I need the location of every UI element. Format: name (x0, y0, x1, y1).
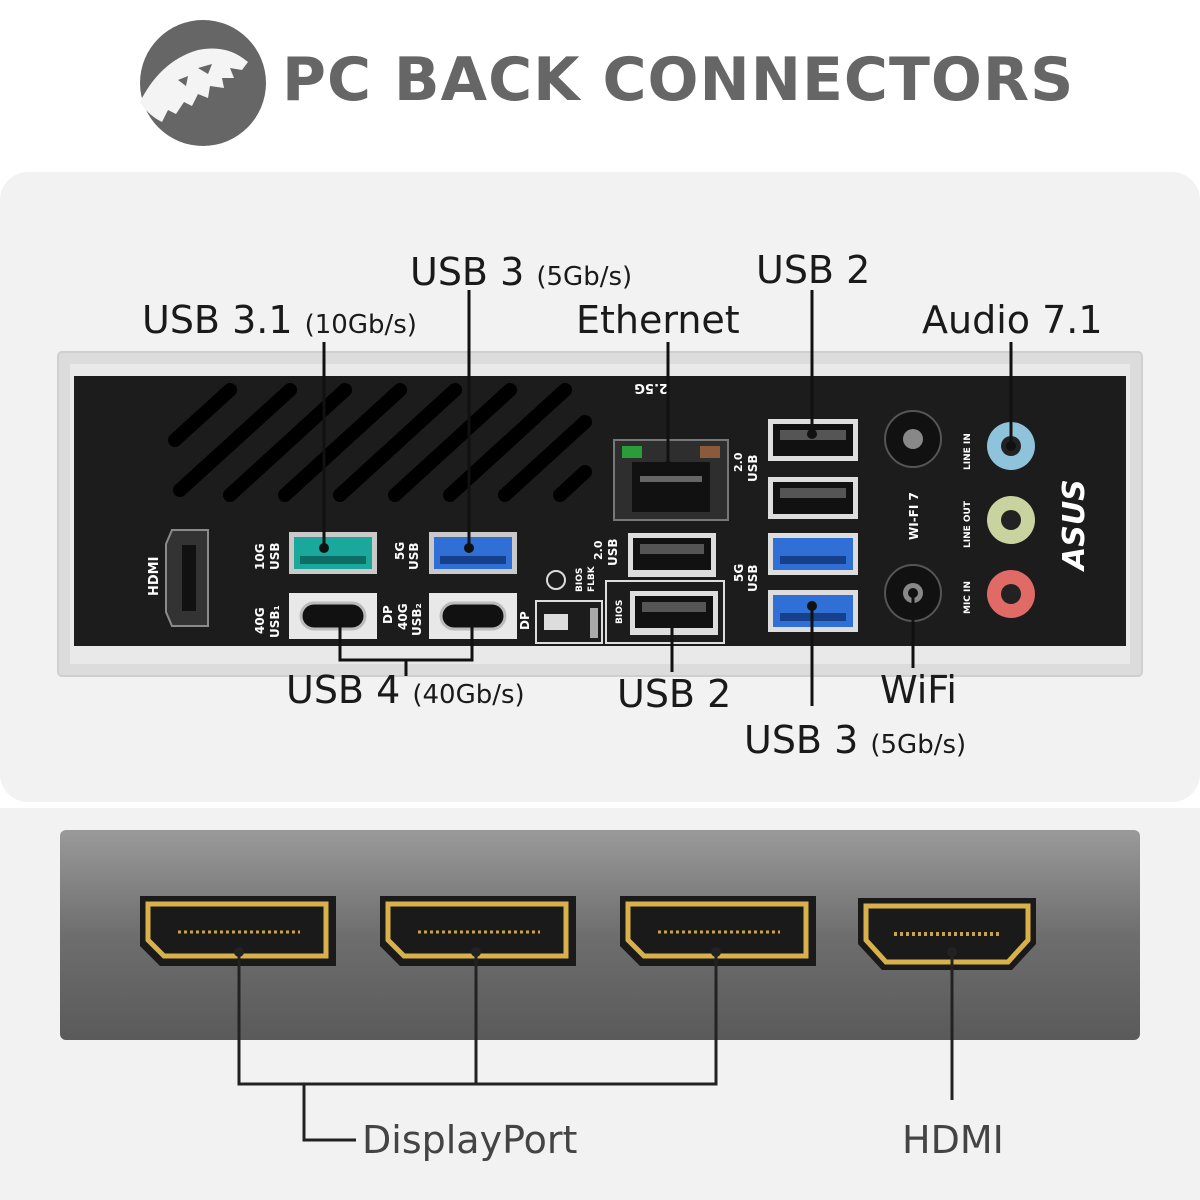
silk-usb40g1-a: 40G (253, 607, 267, 634)
usb3-port-right-1[interactable] (768, 533, 858, 575)
silk-bios-flbk-a: BIOS (575, 568, 585, 592)
usb2-port-bios[interactable] (605, 580, 725, 644)
silk-line-out: LINE OUT (963, 500, 973, 548)
silk-line-in: LINE IN (963, 433, 973, 470)
silk-usb40g1-b: USB₁ (268, 605, 282, 638)
gpu-hdmi-port[interactable] (858, 898, 1036, 970)
ethernet-port[interactable] (613, 439, 729, 521)
silk-usb10g-b: USB (268, 542, 282, 570)
silk-wifi7: WI-FI 7 (907, 492, 921, 540)
silk-mic-in: MIC IN (963, 581, 973, 614)
label-usb4: USB 4 (40Gb/s) (286, 668, 525, 717)
gpu-callout-dots (234, 947, 957, 957)
label-displayport: DisplayPort (362, 1118, 578, 1162)
usb2-port-right-2[interactable] (768, 477, 858, 519)
silk-usb20-top-b: USB (746, 454, 760, 482)
logo (138, 18, 268, 148)
silk-usb5g-right-b: USB (746, 564, 760, 592)
silk-usb10g-a: 10G (253, 543, 267, 570)
usb2-port-mid-top[interactable] (628, 533, 716, 577)
label-usb3-top: USB 3 (5Gb/s) (410, 250, 632, 299)
silk-usb5g-right-a: 5G (732, 564, 746, 582)
gpu-callout-lines (237, 952, 954, 1142)
silk-bios: BIOS (615, 600, 625, 624)
silk-usb40g2-a: 40G (396, 603, 410, 630)
label-usb3-top-text: USB 3 (410, 250, 525, 294)
asus-logo: ASUS (1057, 479, 1092, 572)
label-ethernet: Ethernet (576, 298, 740, 342)
silk-usb5g-a: 5G (393, 542, 407, 560)
label-usb4-speed: (40Gb/s) (412, 680, 525, 710)
gpu-plate (60, 830, 1140, 1040)
silk-usb20-mid-b: USB (606, 538, 620, 566)
wifi-antenna-1[interactable] (884, 410, 942, 468)
usb4-port-1[interactable] (289, 593, 377, 639)
silk-usb40g2-b: USB₂ (410, 603, 424, 636)
label-gpu-hdmi: HDMI (902, 1118, 1004, 1162)
page-title: PC BACK CONNECTORS (282, 45, 1075, 115)
label-usb4-text: USB 4 (286, 668, 401, 712)
label-usb2-top: USB 2 (756, 248, 871, 292)
label-usb31-text: USB 3.1 (142, 298, 293, 342)
label-usb31-speed: (10Gb/s) (304, 310, 417, 340)
gpu-displayport-3[interactable] (620, 896, 816, 966)
label-audio: Audio 7.1 (922, 298, 1103, 342)
io-hdmi-port[interactable] (165, 529, 209, 627)
io-callout-lines (322, 290, 1013, 706)
label-wifi: WiFi (880, 668, 957, 712)
io-callout-dots (319, 429, 1016, 625)
io-shield: HDMI 10G USB 5G USB 40G USB₁ DP 40G USB₂… (57, 290, 1143, 706)
label-usb3-top-speed: (5Gb/s) (536, 262, 633, 292)
label-usb3-bottom-speed: (5Gb/s) (870, 730, 967, 760)
usb31-port[interactable] (289, 532, 377, 574)
silk-usb20-mid-a: 2.0 (592, 540, 605, 560)
bios-flashback-button[interactable] (535, 570, 603, 644)
gpu-displayport-1[interactable] (140, 896, 336, 966)
silk-hdmi: HDMI (147, 557, 162, 596)
gpu-displayport-2[interactable] (380, 896, 576, 966)
label-usb3-bottom-text: USB 3 (744, 718, 859, 762)
audio-line-out-jack[interactable] (987, 496, 1035, 544)
dinosaur-skull-icon (140, 20, 266, 146)
label-usb31: USB 3.1 (10Gb/s) (142, 298, 417, 347)
silk-usb5g-b: USB (407, 542, 421, 570)
label-usb3-bottom: USB 3 (5Gb/s) (744, 718, 966, 767)
silk-dp1: DP (381, 605, 395, 624)
audio-mic-in-jack[interactable] (987, 570, 1035, 618)
silk-dp2: DP (518, 611, 532, 630)
silk-eth-speed: 2.5G (634, 380, 668, 395)
silk-usb20-top-a: 2.0 (732, 452, 745, 472)
label-usb2-bottom: USB 2 (617, 672, 732, 716)
silk-bios-flbk-b: FLBK (587, 565, 597, 592)
usb3-port-top[interactable] (429, 532, 517, 574)
